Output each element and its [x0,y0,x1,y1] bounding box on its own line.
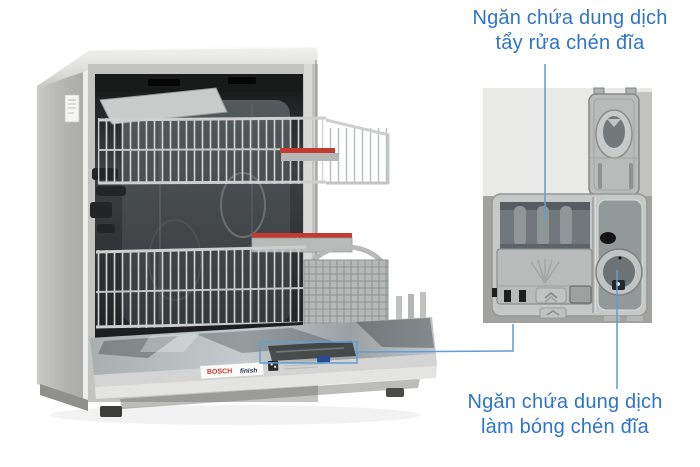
cover-fan-mark [530,259,560,284]
callout-label-rinse-aid-line1: Ngăn chứa dung dịch [467,391,663,413]
dishwasher-side-panel [37,62,88,400]
cover-latch-notch [504,290,511,302]
bosch-logo: BOSCH [207,368,233,376]
dishwasher-worktop [37,47,318,88]
callout-connector-line [356,324,514,353]
callout-label-detergent-line1: Ngăn chứa dung dịch [472,7,668,29]
rinse-aid-vent-hole [600,232,616,244]
panel-bottom-tab [539,307,567,319]
callout-rect-door-dispenser [259,341,358,364]
detergent-cover [496,248,593,305]
upper-rack-tray [99,87,228,125]
cutlery-basket [303,244,389,329]
callout-graphics [259,64,618,389]
callout-label-rinse-aid-line2: làm bóng chén đĩa [481,415,649,438]
cover-slider-button [535,287,567,304]
appliance-foot [100,406,122,417]
dispenser-release-button [317,355,331,363]
callout-label-detergent: Ngăn chứa dung dịch tẩy rửa chén đĩa [430,6,700,55]
door-brand-label: BOSCH finish [199,361,265,380]
dispenser-flip-lid [588,87,640,196]
lower-rack-handle-accent [252,233,352,238]
energy-label-sticker [64,94,80,123]
finish-badge: finish [240,367,258,375]
rack-red-accent [280,148,335,153]
qr-code [267,360,279,371]
dispenser-panel [491,193,648,321]
appliance-foot [386,388,404,397]
dispenser-detail-photo [483,87,652,323]
lower-rack [95,233,431,342]
door-dispenser-recess [268,341,356,361]
cover-release-button [569,285,592,304]
door-plinth [95,366,437,399]
cover-latch-notch [519,290,526,302]
upper-rack [97,87,390,185]
rinse-aid-compartment [595,199,643,311]
callout-label-rinse-aid: Ngăn chứa dung dịch làm bóng chén đĩa [425,390,700,439]
door-inner-panel [90,317,436,375]
dishwasher-photo: BOSCH finish [37,46,437,425]
callout-label-detergent-line2: tẩy rửa chén đĩa [495,31,645,54]
